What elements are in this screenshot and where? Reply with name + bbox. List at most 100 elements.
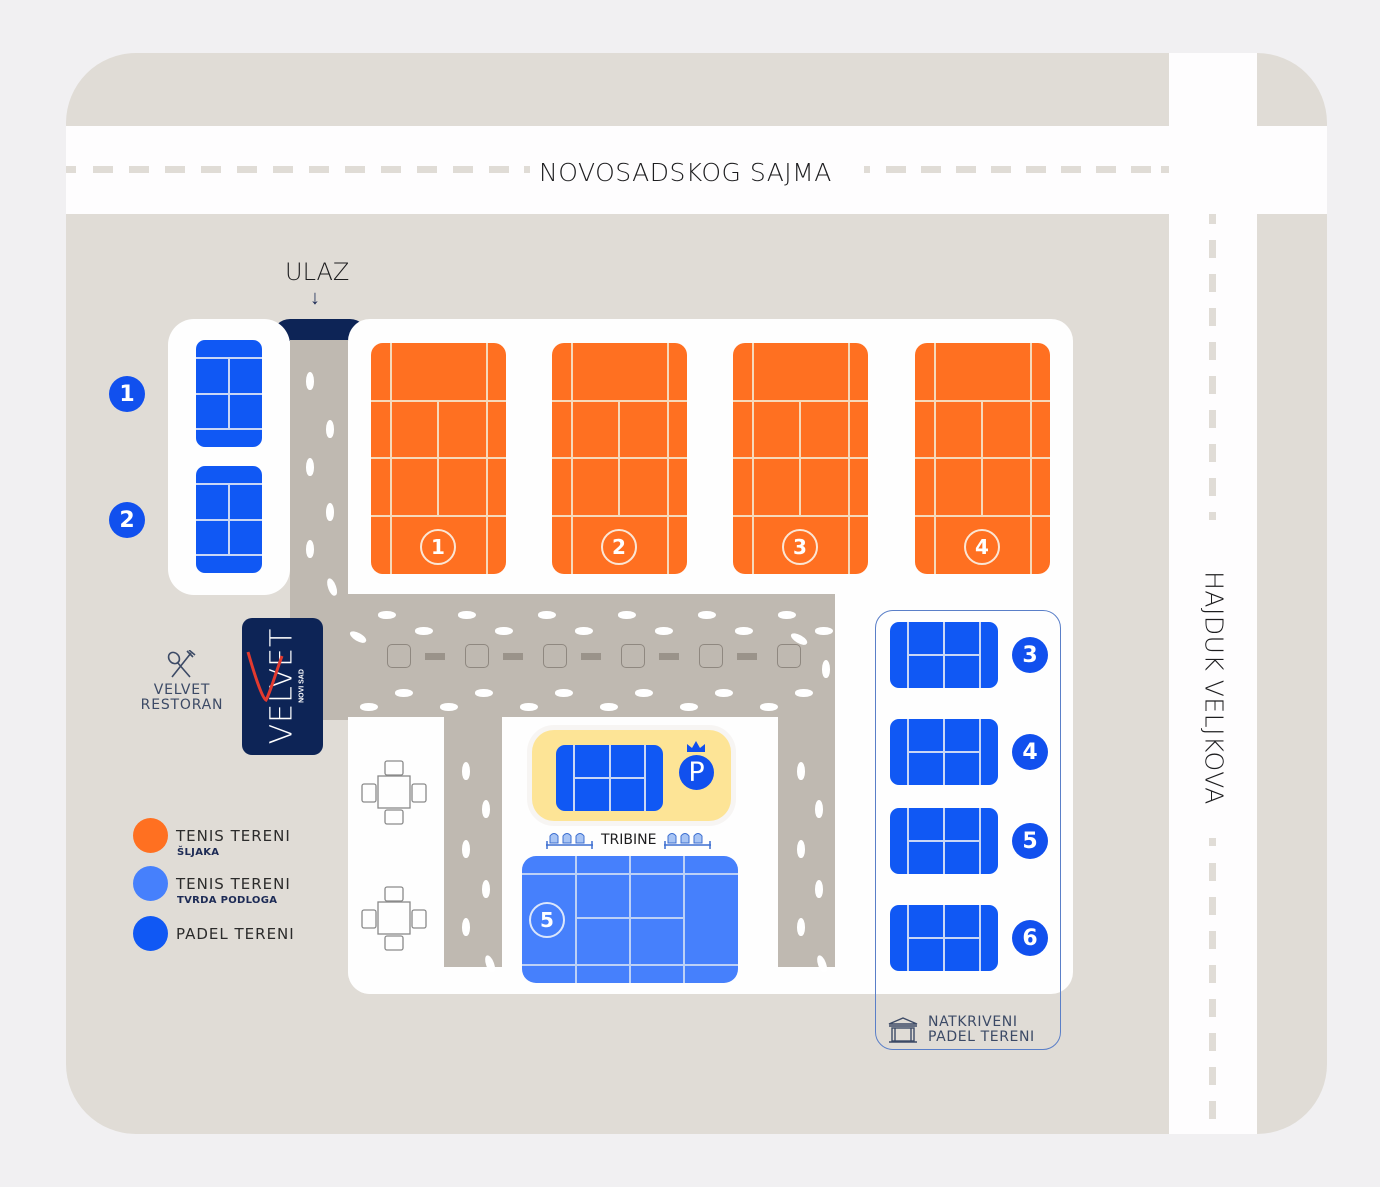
premium-padel-court[interactable] <box>556 745 663 811</box>
street-label-top: NOVOSADSKOG SAJMA <box>539 158 832 187</box>
street-label-right: HAJDUK VELJKOVA <box>1199 571 1229 805</box>
footprint-icon <box>306 458 314 476</box>
restaurant-label-line1: VELVET <box>153 682 211 698</box>
bench-icon <box>699 644 723 668</box>
hard-court-5[interactable] <box>522 856 738 983</box>
padel-court-4[interactable] <box>890 719 998 785</box>
clay-court-3[interactable]: 3 <box>733 343 868 574</box>
footprint-icon <box>815 627 833 635</box>
footprint-icon <box>635 689 653 697</box>
clay-court-number-3: 3 <box>782 529 818 565</box>
footprint-icon <box>482 880 490 898</box>
table-with-chairs-icon <box>361 886 427 951</box>
padel-number-4: 4 <box>1012 734 1048 770</box>
footprint-icon <box>538 611 556 619</box>
crown-icon <box>687 741 705 752</box>
footprint-icon <box>795 689 813 697</box>
footprint-icon <box>520 703 538 711</box>
bench-connector <box>659 653 679 660</box>
legend-swatch <box>133 818 168 853</box>
footprint-icon <box>815 880 823 898</box>
footprint-icon <box>680 703 698 711</box>
velvet-swoosh-icon <box>246 651 284 702</box>
bench-connector <box>737 653 757 660</box>
footprint-icon <box>415 627 433 635</box>
seats-icon <box>546 833 593 849</box>
pavilion-icon <box>888 1017 918 1043</box>
footprint-icon <box>715 689 733 697</box>
footprint-icon <box>458 611 476 619</box>
legend-sublabel: ŠLJAKA <box>177 847 220 858</box>
tribune-label: TRIBINE <box>601 832 657 848</box>
footprint-icon <box>462 840 470 858</box>
footprint-icon <box>600 703 618 711</box>
clay-court-1[interactable]: 1 <box>371 343 506 574</box>
footprint-icon <box>797 918 805 936</box>
footprint-icon <box>482 800 490 818</box>
clay-court-2[interactable]: 2 <box>552 343 687 574</box>
entrance-gate[interactable] <box>272 319 368 341</box>
footprint-icon <box>306 372 314 390</box>
legend-label: TENIS TERENI <box>176 875 291 893</box>
footprint-icon <box>475 689 493 697</box>
padel-court-3[interactable] <box>890 622 998 688</box>
padel-number-1: 1 <box>109 376 145 412</box>
seats-icon <box>664 833 711 849</box>
footprint-icon <box>575 627 593 635</box>
clay-court-number-4: 4 <box>964 529 1000 565</box>
legend-label: PADEL TERENI <box>176 925 295 943</box>
restaurant-label-line2: RESTORAN <box>140 697 224 713</box>
footprint-icon <box>395 689 413 697</box>
footprint-icon <box>778 611 796 619</box>
padel-court-1[interactable] <box>196 340 262 447</box>
street-hajduk-veljkova <box>1169 53 1257 1134</box>
footprint-icon <box>618 611 636 619</box>
footprint-icon <box>797 762 805 780</box>
clay-court-number-1: 1 <box>420 529 456 565</box>
footprint-icon <box>495 627 513 635</box>
padel-number-2: 2 <box>109 502 145 538</box>
clay-court-4[interactable]: 4 <box>915 343 1050 574</box>
bench-connector <box>425 653 445 660</box>
covered-padel-area <box>875 610 1061 1050</box>
padel-number-5: 5 <box>1012 823 1048 859</box>
covered-area-label: NATKRIVENI PADEL TERENI <box>928 1015 1035 1045</box>
bench-connector <box>581 653 601 660</box>
clay-court-number-2: 2 <box>601 529 637 565</box>
footprint-icon <box>306 540 314 558</box>
bench-icon <box>543 644 567 668</box>
footprint-icon <box>360 703 378 711</box>
covered-area-label-line2: PADEL TERENI <box>928 1029 1035 1045</box>
footprint-icon <box>326 420 334 438</box>
footprint-icon <box>655 627 673 635</box>
walkway-center-left <box>444 717 502 967</box>
bench-icon <box>621 644 645 668</box>
legend-swatch <box>133 916 168 951</box>
footprint-icon <box>815 800 823 818</box>
footprint-icon <box>698 611 716 619</box>
entrance-arrow-icon: ↓ <box>310 287 320 309</box>
padel-court-5[interactable] <box>890 808 998 874</box>
table-with-chairs-icon <box>361 760 427 825</box>
padel-number-3: 3 <box>1012 637 1048 673</box>
padel-number-6: 6 <box>1012 920 1048 956</box>
bench-icon <box>387 644 411 668</box>
bench-icon <box>777 644 801 668</box>
cutlery-icon <box>167 650 196 678</box>
footprint-icon <box>462 918 470 936</box>
footprint-icon <box>822 660 830 678</box>
footprint-icon <box>760 703 778 711</box>
hard-court-number-5: 5 <box>529 902 565 938</box>
legend-sublabel: TVRDA PODLOGA <box>177 895 278 906</box>
padel-court-2[interactable] <box>196 466 262 573</box>
premium-badge: P <box>679 755 714 790</box>
road-markings <box>66 166 1216 1119</box>
footprint-icon <box>797 840 805 858</box>
footprint-icon <box>462 762 470 780</box>
velvet-logo[interactable]: VELVET NOVI SAD <box>242 618 323 755</box>
velvet-logo-sub: NOVI SAD <box>298 669 306 703</box>
padel-court-6[interactable] <box>890 905 998 971</box>
bench-icon <box>465 644 489 668</box>
footprint-icon <box>555 689 573 697</box>
footprint-icon <box>378 611 396 619</box>
